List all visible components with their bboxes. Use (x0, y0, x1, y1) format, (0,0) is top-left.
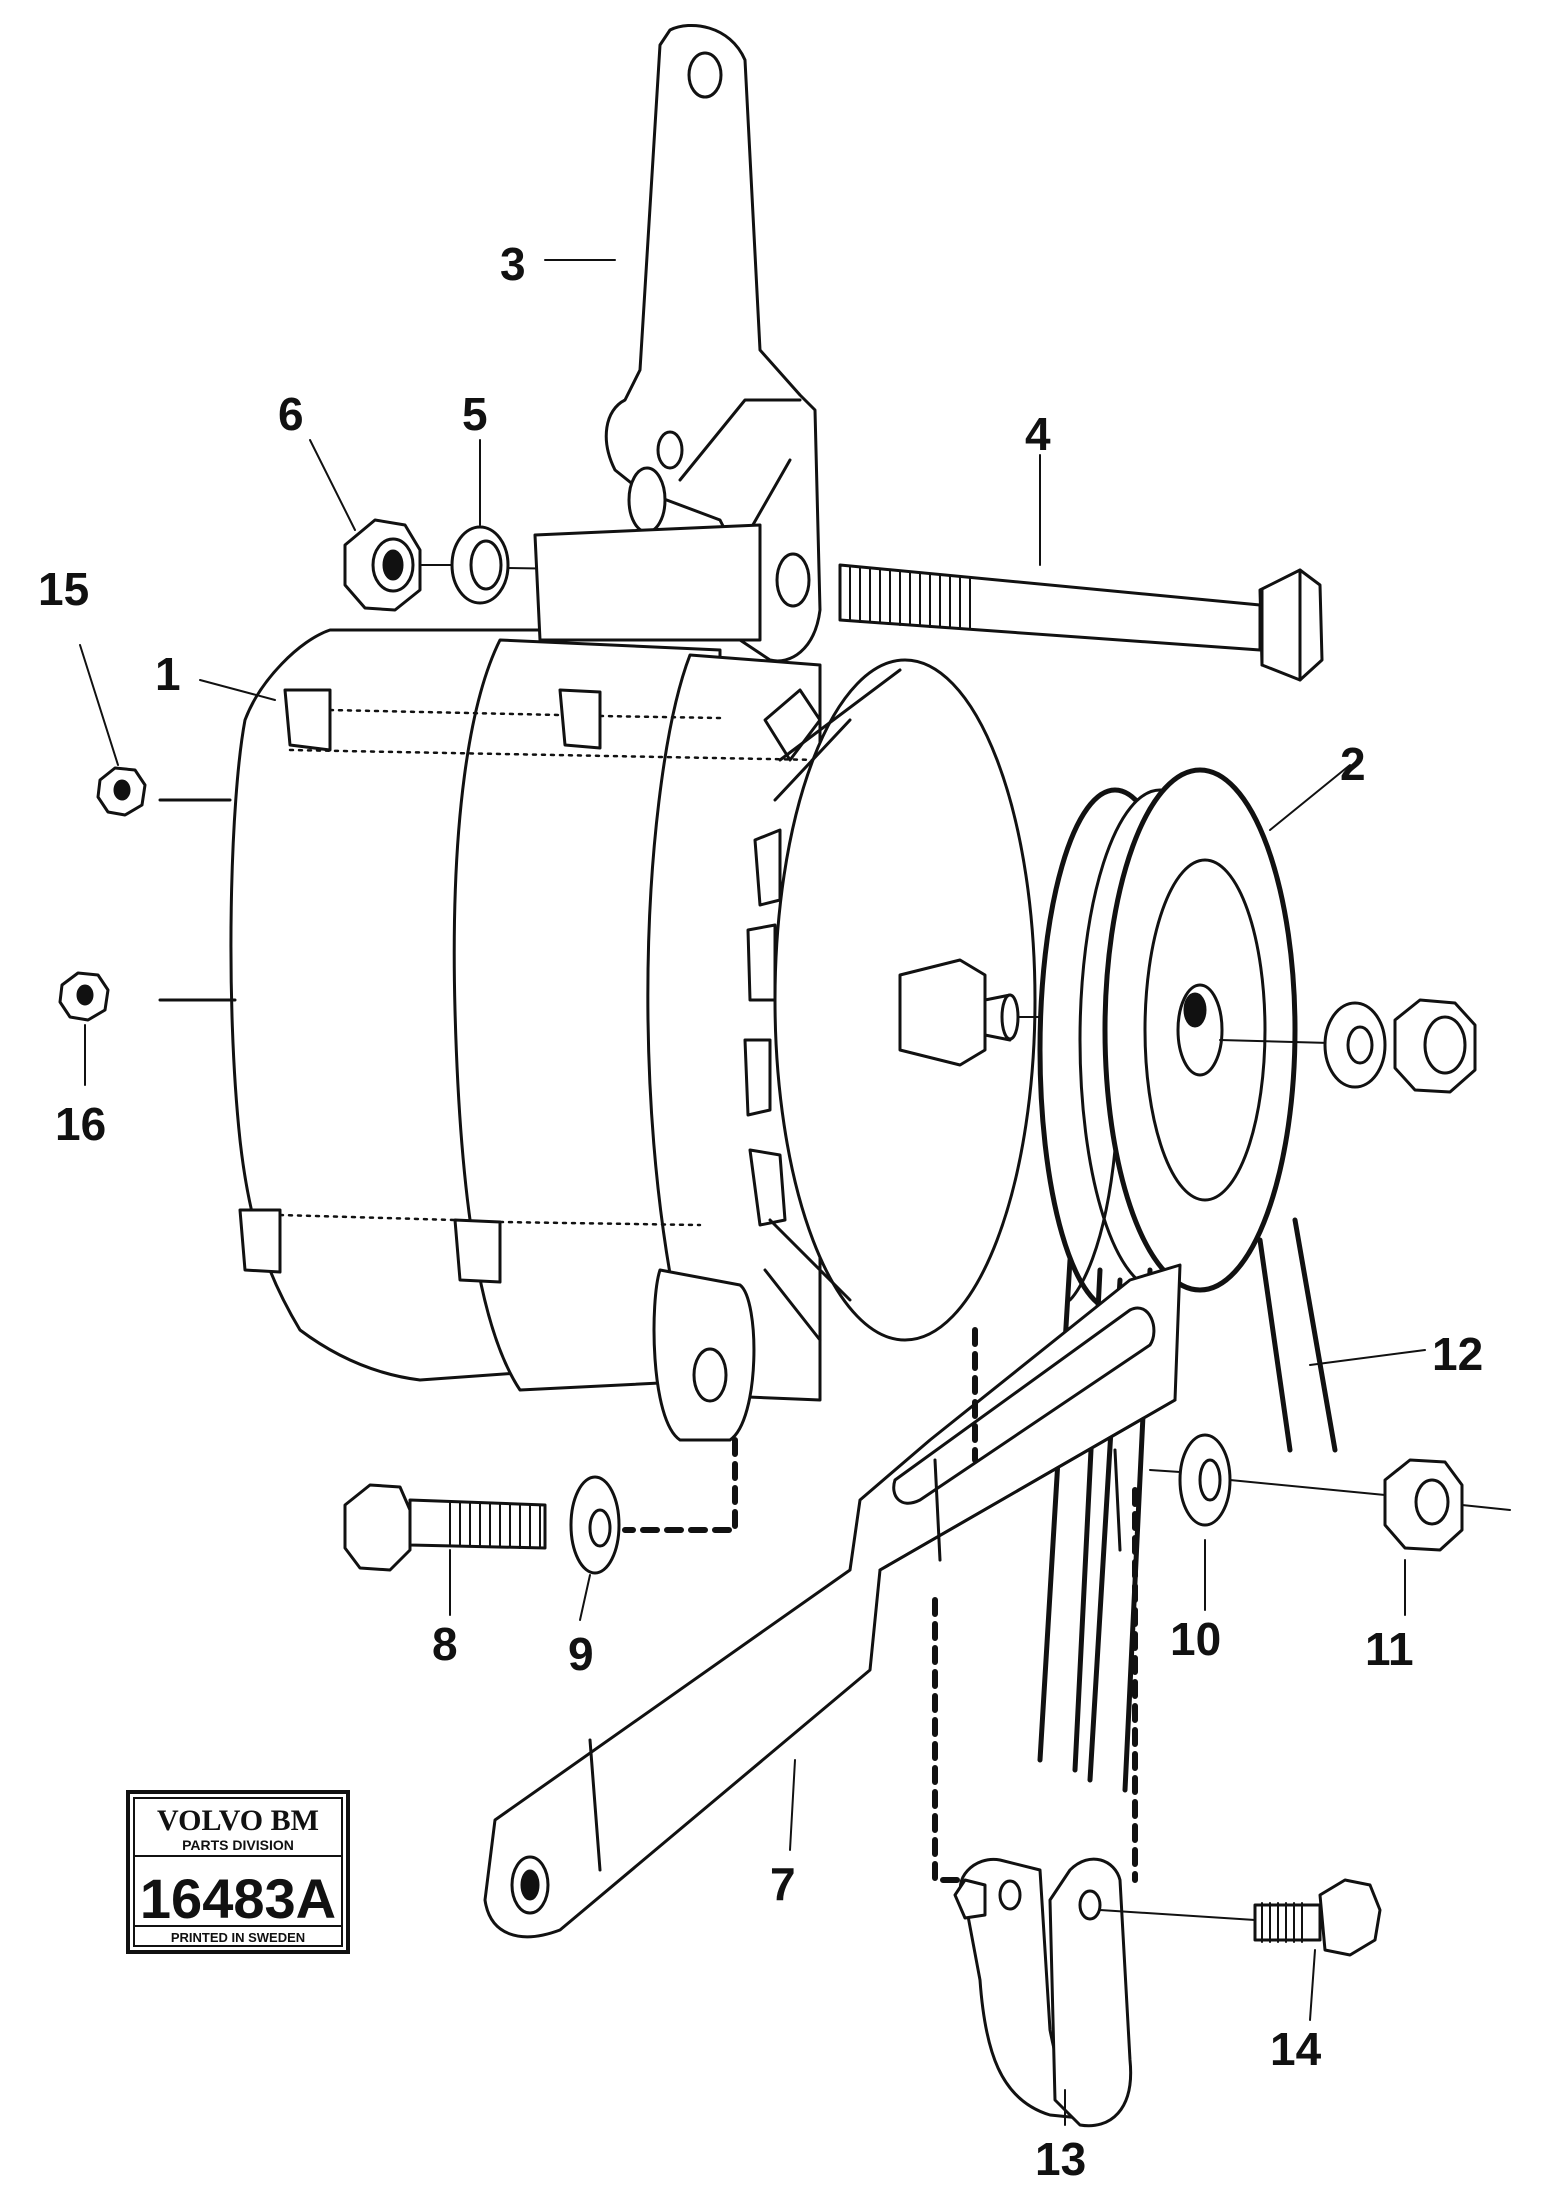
pulley-part-2 (1037, 767, 1298, 1313)
leader-lines (79, 259, 1426, 2126)
lock-washer-part-10 (1178, 1433, 1232, 1527)
nut-part-6 (343, 518, 422, 612)
stamp-brand: VOLVO BM (157, 1804, 319, 1837)
label-part-15: 15 (38, 563, 89, 615)
label-part-1: 1 (155, 648, 181, 700)
label-part-13: 13 (1035, 2133, 1086, 2185)
part-labels: 1 2 3 4 5 6 7 8 9 10 11 12 13 14 15 16 (38, 238, 1483, 2185)
nut-part-11 (1383, 1458, 1464, 1552)
bolt-part-8 (343, 1483, 547, 1572)
screw-part-14 (1253, 1878, 1382, 1957)
bracket-part-3 (604, 23, 822, 663)
label-part-4: 4 (1025, 408, 1051, 460)
nut-part-15 (96, 766, 147, 817)
label-part-8: 8 (432, 1618, 458, 1670)
label-part-7: 7 (770, 1858, 796, 1910)
label-part-10: 10 (1170, 1613, 1221, 1665)
label-part-2: 2 (1340, 738, 1366, 790)
stamp-division: PARTS DIVISION (182, 1837, 294, 1853)
bolt-part-4 (838, 563, 1324, 682)
washer-part-9 (569, 1475, 621, 1575)
label-part-9: 9 (568, 1628, 594, 1680)
label-part-14: 14 (1270, 2023, 1322, 2075)
washer-part-5 (450, 525, 510, 605)
label-part-11: 11 (1365, 1623, 1414, 1675)
label-part-3: 3 (500, 238, 526, 290)
nut-part-16 (58, 971, 110, 1022)
label-part-16: 16 (55, 1098, 106, 1150)
parts-stamp: VOLVO BM PARTS DIVISION 16483A PRINTED I… (126, 1790, 350, 1954)
clevis-part-13 (953, 1857, 1133, 2128)
label-part-12: 12 (1432, 1328, 1483, 1380)
pulley-nut (1393, 998, 1477, 1094)
stamp-footer: PRINTED IN SWEDEN (171, 1930, 305, 1945)
stamp-number: 16483A (140, 1867, 336, 1930)
label-part-6: 6 (278, 388, 304, 440)
adjusting-arm-part-7 (483, 1263, 1182, 1939)
alternator-part-1 (158, 523, 1051, 1442)
pulley-washer (1323, 1001, 1387, 1089)
label-part-5: 5 (462, 388, 488, 440)
